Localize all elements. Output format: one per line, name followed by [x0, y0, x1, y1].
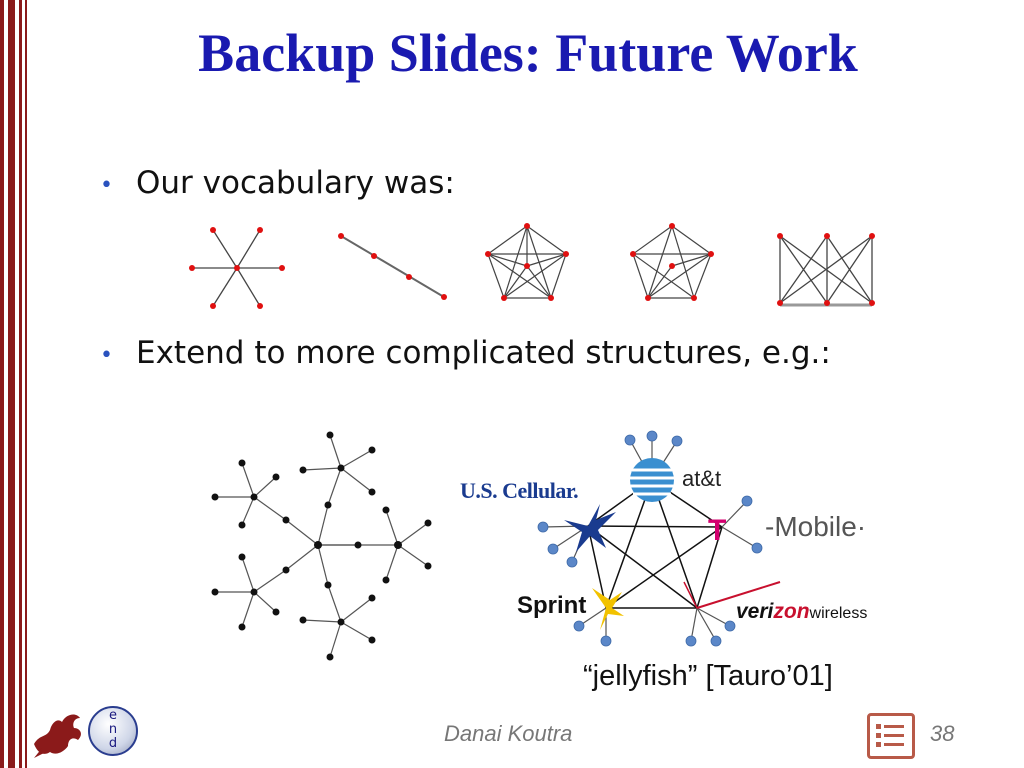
- chain-structure: [338, 233, 447, 300]
- dragon-logo-icon: [34, 714, 81, 758]
- uscellular-star-icon: [564, 504, 616, 552]
- page-title: Backup Slides: Future Work: [198, 23, 858, 83]
- sprint-label: Sprint: [517, 592, 587, 619]
- list-menu-icon: [876, 724, 904, 747]
- att-label: at&t: [682, 466, 722, 491]
- star-structure: [192, 229, 282, 307]
- end-button-letter-n: n: [108, 722, 118, 737]
- end-button-letter-e: e: [109, 708, 117, 723]
- tmobile-label: -Mobile·: [765, 511, 867, 542]
- bullet-text: Extend to more complicated structures, e…: [136, 335, 831, 371]
- verizon-brand-z: zon: [773, 600, 810, 623]
- page-number: 38: [930, 721, 955, 746]
- verizon-brand: veri: [736, 600, 774, 623]
- bullet-text: Our vocabulary was:: [136, 165, 455, 201]
- left-border-bar-1: [0, 0, 4, 768]
- list-menu-button[interactable]: [867, 713, 915, 759]
- verizon-sub: wireless: [809, 605, 868, 622]
- bullet-dot: •: [100, 173, 113, 198]
- verizon-logo: verizonwireless: [736, 600, 867, 624]
- att-globe-icon: [630, 458, 674, 502]
- clique-structure-1: [487, 225, 567, 299]
- left-border-bar-3: [19, 0, 22, 768]
- near-clique-structure: [632, 225, 712, 299]
- svg-text:T: T: [708, 514, 726, 547]
- tmobile-logo: -Mobile·: [765, 511, 866, 543]
- bipartite-core-structure: [779, 235, 873, 304]
- sprint-logo: Sprint: [517, 592, 586, 620]
- end-button-letter-d: d: [108, 736, 118, 751]
- footer-author: Danai Koutra: [444, 721, 573, 746]
- bullet-dot: •: [100, 343, 113, 368]
- left-border-bar-2: [8, 0, 15, 768]
- uscellular-label: U.S. Cellular.: [460, 478, 579, 503]
- end-button[interactable]: e n d: [88, 706, 138, 756]
- uscellular-logo: U.S. Cellular.: [460, 478, 579, 504]
- left-border-bar-4: [25, 0, 27, 768]
- jellyfish-caption: “jellyfish” [Tauro’01]: [583, 660, 833, 692]
- att-logo: at&t: [682, 466, 721, 492]
- sprint-wing-icon: [592, 588, 624, 630]
